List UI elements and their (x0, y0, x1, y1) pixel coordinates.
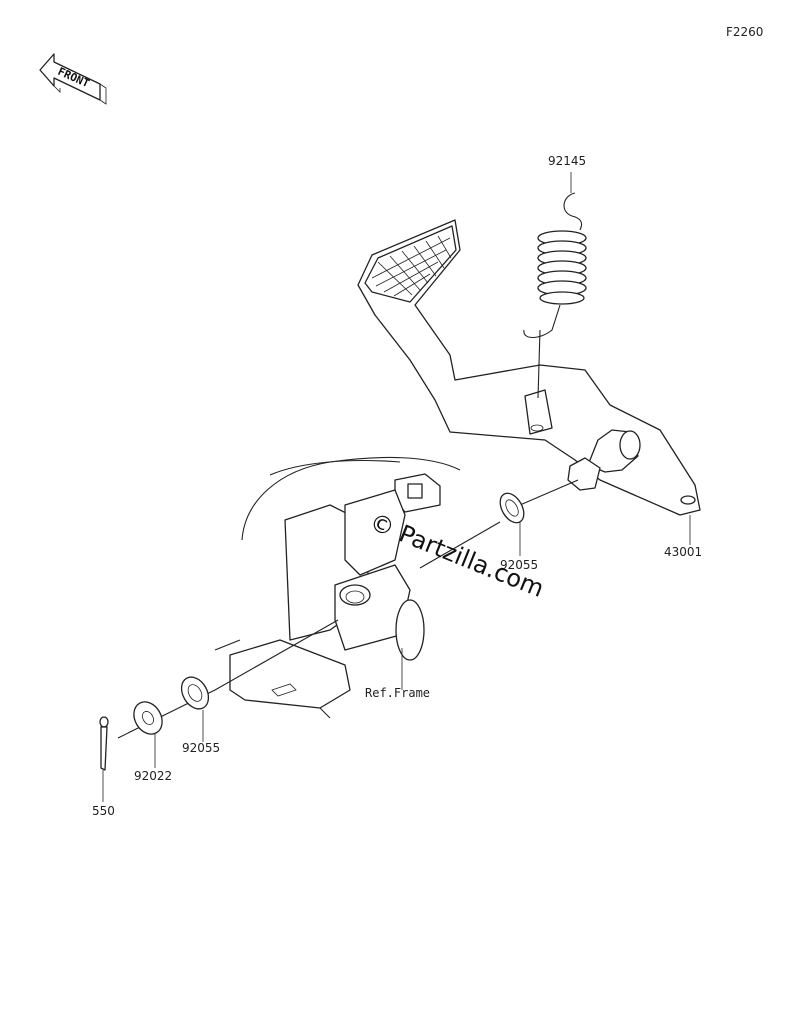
pedal-tread-grid (371, 235, 452, 297)
frame-reference-drawing (214, 456, 461, 719)
spring-drawing (523, 192, 587, 399)
part-label-92055-lower[interactable]: 92055 (182, 741, 220, 755)
front-arrow-icon: FRONT (39, 53, 107, 105)
part-label-92055-upper[interactable]: 92055 (500, 558, 538, 572)
part-label-43001[interactable]: 43001 (664, 545, 702, 559)
part-label-550[interactable]: 550 (92, 804, 115, 818)
washer-92022-drawing (133, 701, 163, 735)
cotter-pin-drawing (99, 716, 109, 771)
part-label-92022[interactable]: 92022 (134, 769, 172, 783)
ref-frame-label: Ref.Frame (365, 686, 430, 700)
washer-upper-drawing (499, 492, 525, 524)
assembly-line-upper (519, 479, 579, 506)
brake-pedal-drawing (357, 219, 701, 516)
part-label-92145[interactable]: 92145 (548, 154, 586, 168)
figure-id: F2260 (726, 25, 763, 39)
assembly-line-middle (419, 521, 501, 569)
washer-lower-drawing (180, 676, 210, 710)
